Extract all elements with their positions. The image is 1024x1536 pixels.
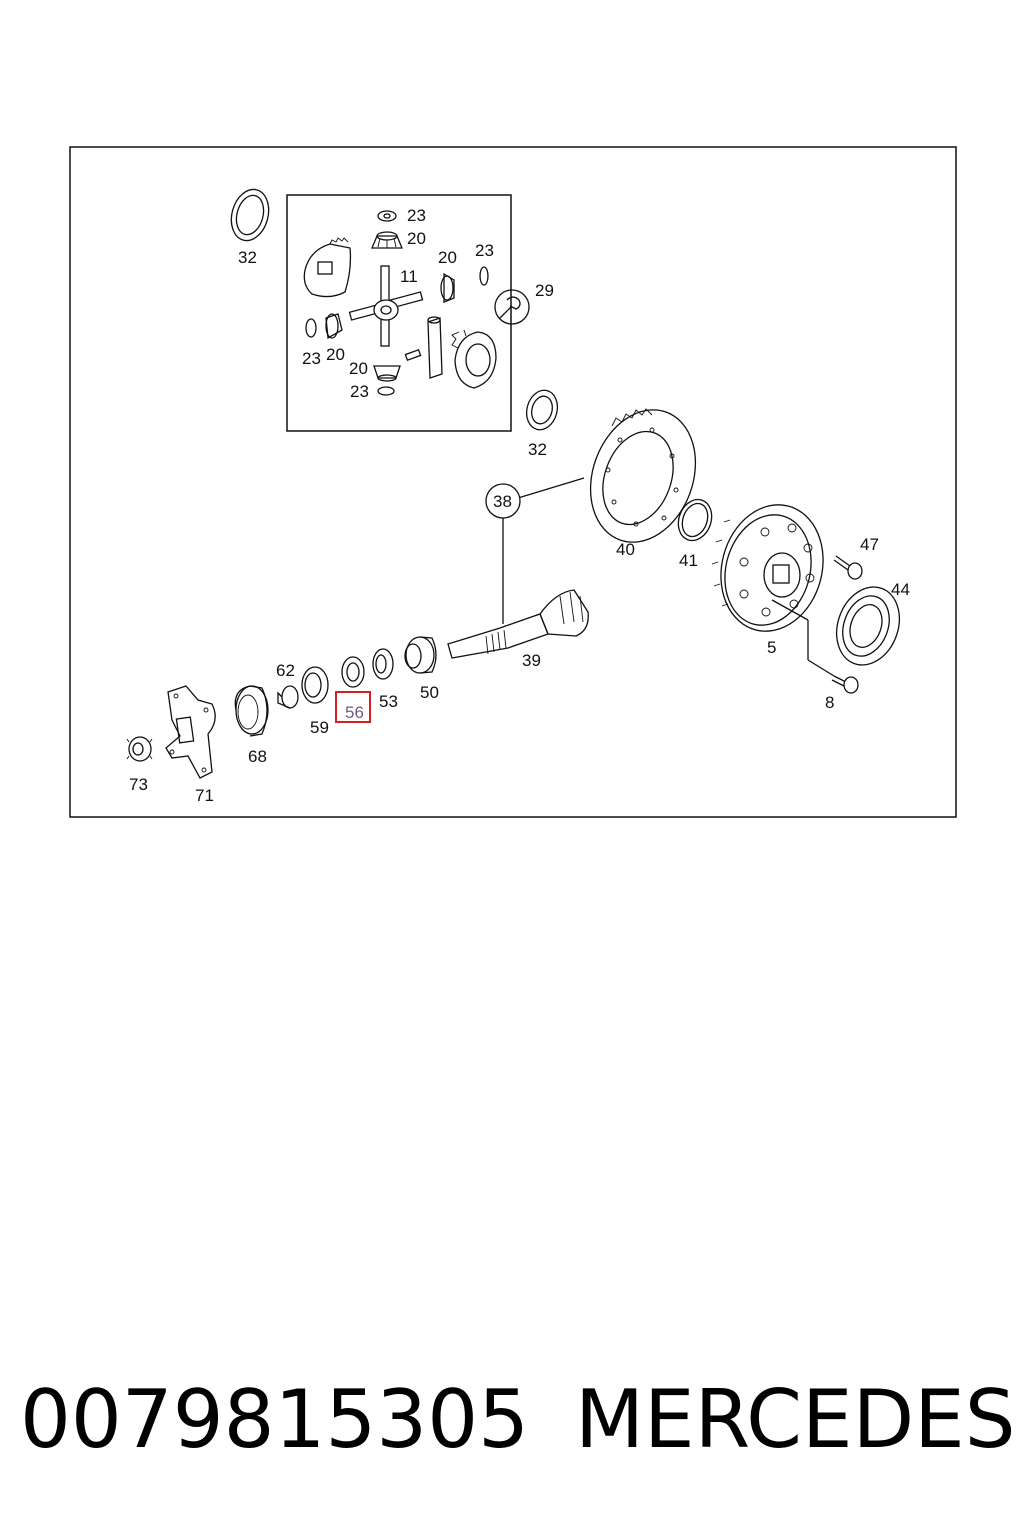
callout-20-d: 20 — [349, 359, 368, 378]
callout-20-c: 20 — [326, 345, 345, 364]
part-32-washer-lower[interactable] — [522, 387, 561, 433]
part-20-gear-d[interactable] — [373, 365, 401, 382]
part-number: 0079815305 — [20, 1373, 529, 1466]
part-29-tool[interactable] — [494, 289, 530, 325]
part-68-seal[interactable] — [234, 685, 269, 737]
callout-56: 56 — [345, 703, 364, 722]
callout-41: 41 — [679, 551, 698, 570]
callout-5: 5 — [767, 638, 776, 657]
callout-23-d: 23 — [350, 382, 369, 401]
brand-name: MERCEDES — [575, 1373, 1016, 1466]
part-23-washer-c[interactable] — [305, 318, 317, 338]
callout-32-lower: 32 — [528, 440, 547, 459]
part-71-flange[interactable] — [165, 685, 216, 779]
highlight-box-56 — [335, 691, 371, 723]
callout-40: 40 — [616, 540, 635, 559]
part-56-bearing[interactable] — [341, 656, 365, 688]
callout-38: 38 — [493, 492, 512, 511]
callout-44: 44 — [891, 580, 910, 599]
part-20-gear-b[interactable] — [440, 272, 455, 303]
part-39-pinion[interactable] — [447, 589, 589, 659]
callout-29: 29 — [535, 281, 554, 300]
part-44-bearing[interactable] — [826, 578, 910, 674]
part-73-nut[interactable] — [126, 736, 153, 762]
callout-39: 39 — [522, 651, 541, 670]
part-side-gear-right[interactable] — [451, 329, 497, 389]
inset-box — [286, 194, 512, 432]
part-23-washer-a[interactable] — [377, 210, 397, 222]
callout-53: 53 — [379, 692, 398, 711]
part-20-gear-a[interactable] — [371, 231, 403, 249]
callout-20-b: 20 — [438, 248, 457, 267]
part-53-ring[interactable] — [372, 648, 394, 680]
part-62-collar[interactable] — [277, 685, 299, 709]
part-20-gear-c[interactable] — [325, 313, 343, 340]
callout-50: 50 — [420, 683, 439, 702]
part-32-washer-top[interactable] — [226, 185, 274, 245]
callout-20-a: 20 — [407, 229, 426, 248]
part-11-spider-cross[interactable] — [348, 265, 424, 347]
callout-8: 8 — [825, 693, 834, 712]
callout-11: 11 — [400, 267, 418, 286]
callout-23-c: 23 — [302, 349, 321, 368]
caption: 0079815305 MERCEDES — [20, 1370, 1016, 1470]
callout-23-a: 23 — [407, 206, 426, 225]
callout-59: 59 — [310, 718, 329, 737]
part-shaft-pin[interactable] — [427, 316, 443, 379]
callout-73: 73 — [129, 775, 148, 794]
callout-38-leader — [485, 477, 585, 624]
callout-68: 68 — [248, 747, 267, 766]
callout-47: 47 — [860, 535, 879, 554]
exploded-parts-diagram: 32 23 20 11 20 23 29 23 20 20 23 32 38 4… — [69, 146, 957, 818]
part-5-diff-housing[interactable] — [707, 493, 837, 677]
part-40-ring-gear[interactable] — [573, 395, 713, 557]
part-41-ring[interactable] — [673, 495, 717, 545]
part-small-pin[interactable] — [404, 348, 422, 362]
part-50-bearing[interactable] — [404, 636, 437, 674]
part-23-washer-d[interactable] — [377, 386, 395, 396]
callout-62: 62 — [276, 661, 295, 680]
callout-71: 71 — [195, 786, 214, 805]
callout-32-top: 32 — [238, 248, 257, 267]
diagram-frame — [69, 146, 957, 818]
part-23-washer-b[interactable] — [479, 266, 489, 286]
part-side-gear-left[interactable] — [303, 237, 352, 298]
callout-23-b: 23 — [475, 241, 494, 260]
part-47-bolt[interactable] — [833, 555, 863, 580]
part-59-seal[interactable] — [301, 666, 329, 704]
part-8-bolt[interactable] — [831, 675, 859, 694]
